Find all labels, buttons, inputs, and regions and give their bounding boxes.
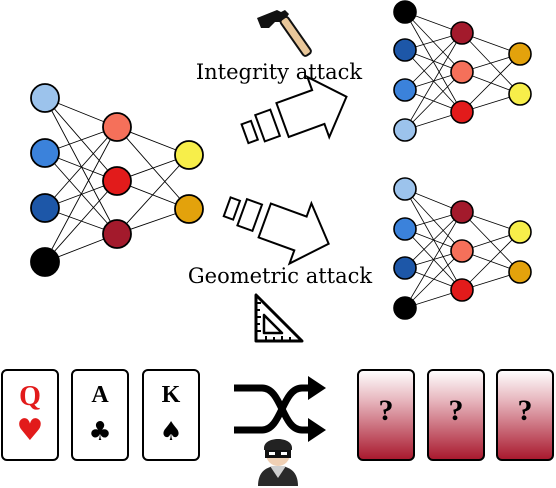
network-edge (44, 126, 118, 263)
output-node (508, 42, 532, 66)
input-node (393, 78, 417, 102)
input-node (30, 247, 60, 277)
card-queen-hearts: Q ♥ (1, 369, 59, 461)
geometric-attacked-network (393, 177, 532, 320)
geometric-arrow (222, 196, 330, 266)
network-edge (404, 188, 463, 252)
input-node (393, 217, 417, 241)
hidden-card: ? (427, 369, 485, 461)
network-edge (404, 211, 463, 309)
network-edge (404, 71, 463, 131)
set-square-icon (254, 293, 304, 343)
network-edge (461, 32, 521, 95)
hammer-icon (257, 10, 312, 57)
network-edge (404, 32, 463, 131)
card-king-spades: K ♠ (142, 369, 200, 461)
card-ace-clubs: A ♣ (71, 369, 129, 461)
integrity-arrow (240, 74, 348, 145)
output-node (508, 260, 532, 284)
output-node (174, 194, 204, 224)
hidden-node (102, 219, 132, 249)
hidden-node (102, 166, 132, 196)
spade-icon: ♠ (159, 417, 182, 447)
input-node (393, 118, 417, 142)
heart-icon: ♥ (17, 413, 44, 448)
geometric-attack-label: Geometric attack (188, 264, 372, 288)
network-edge (116, 154, 190, 235)
thief-icon (258, 439, 298, 486)
network-edge (404, 11, 463, 73)
shuffle-icon (234, 376, 326, 442)
card-rank: A (91, 382, 109, 408)
network-edge (404, 211, 463, 269)
network-edge (44, 97, 118, 235)
input-node (393, 256, 417, 280)
output-node (508, 220, 532, 244)
card-rank: K (162, 382, 181, 408)
input-node (30, 138, 60, 168)
club-icon: ♣ (88, 417, 111, 447)
hidden-card-mark: ? (518, 394, 533, 427)
network-edge (461, 53, 521, 113)
hidden-card-mark: ? (379, 394, 394, 427)
input-node (393, 296, 417, 320)
hidden-node (450, 239, 474, 263)
hidden-node (450, 21, 474, 45)
input-node (30, 193, 60, 223)
network-edge (404, 32, 463, 91)
network-edge (44, 180, 118, 263)
hidden-card: ? (357, 369, 415, 461)
network-edge (461, 231, 521, 291)
network-edge (44, 152, 118, 235)
hidden-card-mark: ? (449, 394, 464, 427)
output-node (174, 140, 204, 170)
integrity-attack-label: Integrity attack (196, 60, 363, 84)
hidden-card: ? (496, 369, 554, 461)
card-rank: Q (19, 381, 41, 412)
input-node (30, 83, 60, 113)
network-edge (461, 211, 521, 273)
hidden-node (450, 100, 474, 124)
integrity-attacked-network (393, 0, 532, 142)
input-node (393, 38, 417, 62)
input-node (393, 177, 417, 201)
hidden-node (450, 200, 474, 224)
hidden-node (450, 60, 474, 84)
network-edge (404, 250, 463, 309)
hidden-node (450, 278, 474, 302)
network-edge (44, 97, 118, 182)
input-node (393, 0, 417, 24)
network-edge (44, 126, 118, 209)
hidden-node (102, 112, 132, 142)
original-network (30, 83, 204, 277)
output-node (508, 82, 532, 106)
